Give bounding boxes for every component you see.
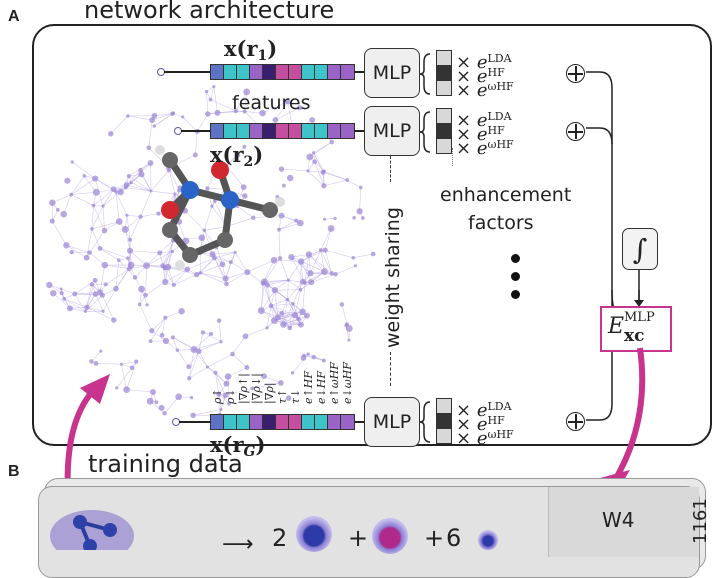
reaction-arrow: ⟶ [222,532,254,557]
dataset-label: W4 [602,508,635,532]
atom-n-icon [296,516,332,552]
panel-b-letter: B [8,463,20,481]
reaction-coef-3: 6 [446,524,461,552]
panel-b-title: training data [88,450,243,478]
reactant-molecule-icon [40,500,150,550]
reaction-coef-1: 2 [272,524,287,552]
atom-h-icon [478,530,498,550]
atom-o-icon [372,518,408,554]
dataset-count: 1161 [690,498,711,544]
reaction-plus-1: + [348,524,368,552]
reaction-plus-2: + [424,524,444,552]
